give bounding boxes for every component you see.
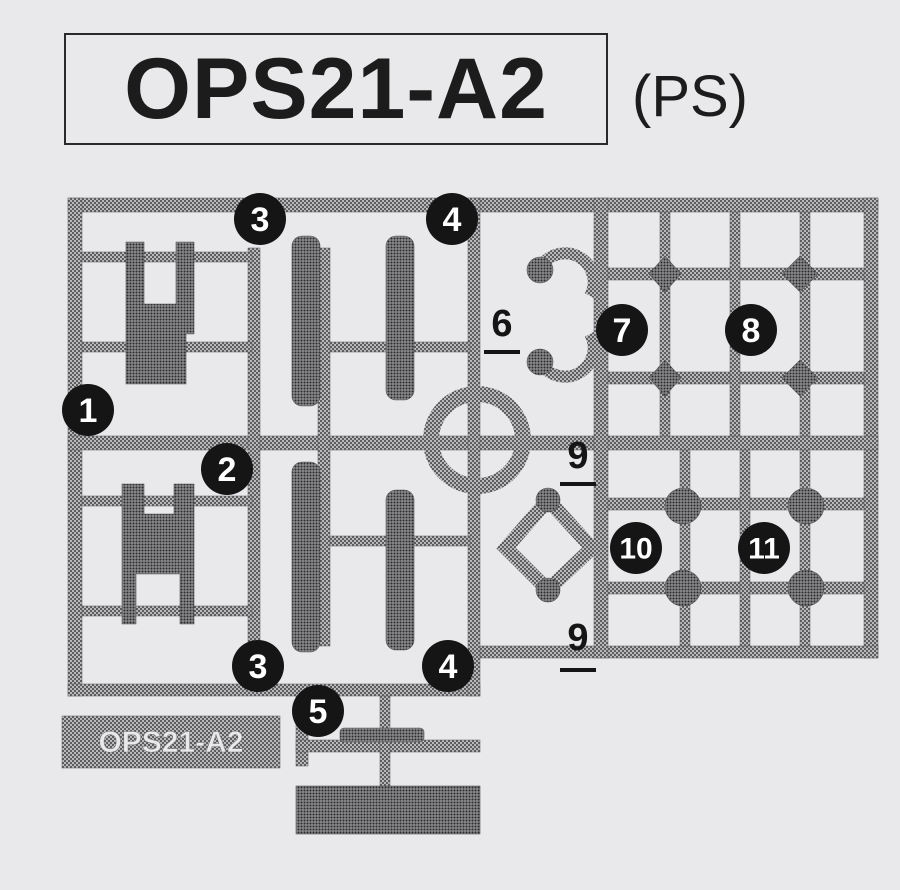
label-part-4-bottom: 4	[422, 640, 474, 692]
sprue-tag-text: OPS21-A2	[98, 726, 243, 759]
part-1-shape	[125, 241, 195, 385]
svg-text:3: 3	[251, 201, 270, 239]
sprue-title: OPS21-A2	[124, 41, 548, 137]
part-2-shape	[121, 483, 195, 625]
label-part-4-top: 4	[426, 193, 478, 245]
svg-text:10: 10	[619, 533, 652, 566]
label-part-8: 8	[725, 304, 777, 356]
part-4-shape	[385, 489, 415, 651]
svg-text:4: 4	[439, 648, 458, 686]
label-part-1: 1	[62, 384, 114, 436]
svg-text:7: 7	[613, 312, 632, 350]
ring-part	[423, 386, 531, 494]
title-box: OPS21-A2	[64, 33, 608, 145]
svg-text:9: 9	[567, 617, 588, 659]
svg-text:3: 3	[249, 648, 268, 686]
part-3-shape	[291, 461, 321, 653]
svg-text:5: 5	[309, 693, 328, 731]
label-part-11: 11	[738, 522, 790, 574]
label-part-2: 2	[201, 443, 253, 495]
label-part-3-bottom: 3	[232, 640, 284, 692]
sprue-tag: OPS21-A2	[61, 715, 281, 769]
svg-text:1: 1	[79, 392, 98, 430]
label-part-3-top: 3	[234, 193, 286, 245]
part-9-shape	[496, 489, 602, 600]
part-3-shape	[291, 235, 321, 407]
part-6-shape	[534, 247, 600, 299]
label-part-5: 5	[292, 685, 344, 737]
label-part-6: 6	[484, 303, 520, 354]
label-part-9-bottom: 9	[560, 617, 596, 672]
small-knobs	[526, 255, 825, 607]
base-block	[295, 785, 481, 835]
part-4-shape	[385, 235, 415, 401]
label-part-7: 7	[596, 304, 648, 356]
svg-text:2: 2	[218, 451, 237, 489]
label-part-10: 10	[610, 522, 662, 574]
material-label: (PS)	[632, 64, 748, 129]
parts	[121, 235, 425, 743]
label-part-9-top: 9	[560, 435, 596, 486]
svg-text:8: 8	[742, 312, 761, 350]
part-5-shape	[339, 727, 425, 743]
svg-text:4: 4	[443, 201, 462, 239]
svg-text:11: 11	[748, 533, 780, 566]
svg-text:6: 6	[491, 303, 512, 345]
svg-text:9: 9	[567, 435, 588, 477]
part-labels: 1 2 3 3 4 4 5 6 7 8 9 9 10 11	[62, 193, 790, 737]
